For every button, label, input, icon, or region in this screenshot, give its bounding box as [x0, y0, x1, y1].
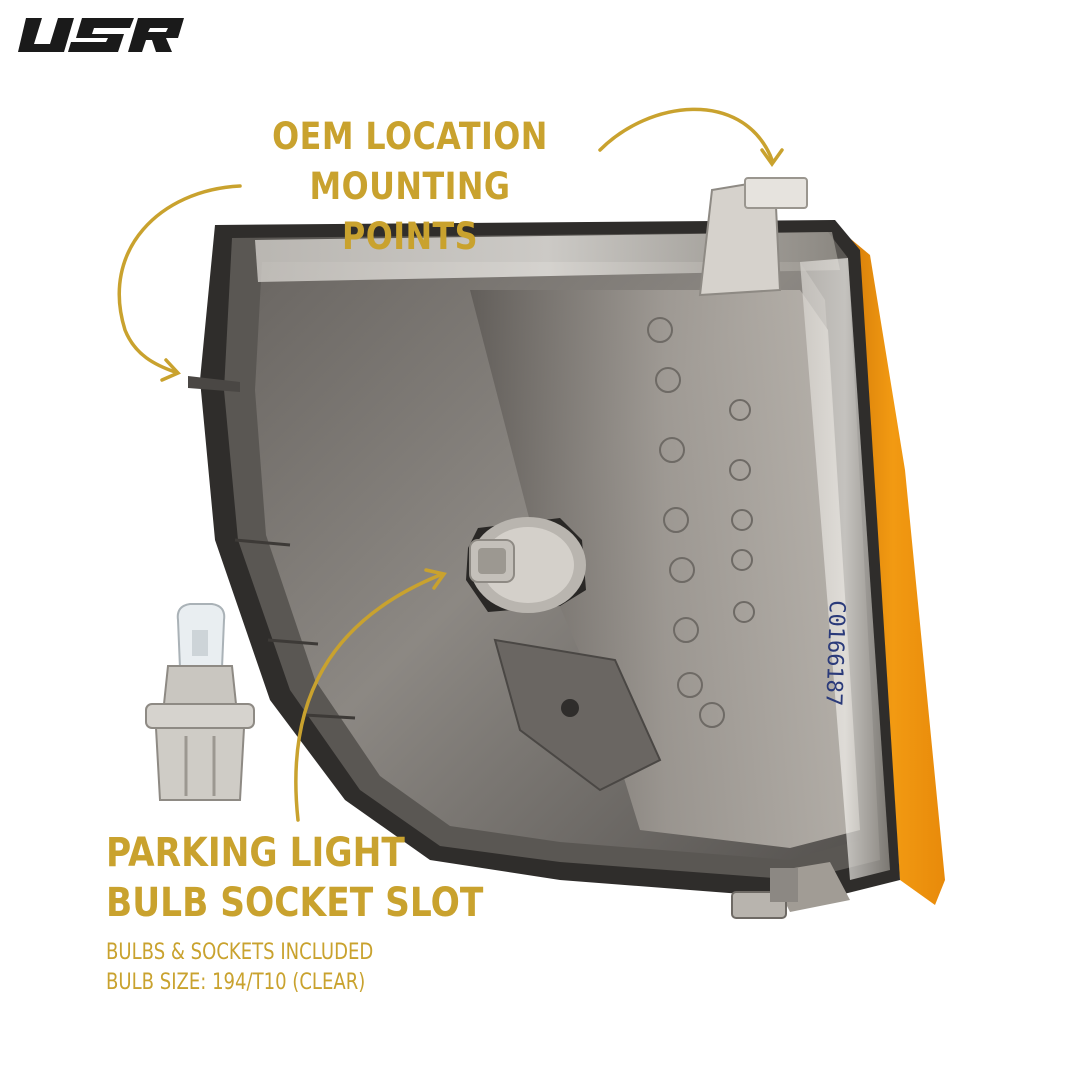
callout-bottom-detail2: BULB SIZE: 194/T10 (CLEAR) — [106, 970, 366, 995]
callout-bottom-line1: PARKING LIGHT — [106, 830, 405, 876]
callout-top-line1: OEM LOCATION — [272, 115, 548, 158]
arrow-left-head — [160, 358, 181, 382]
housing-stamp: C0166187 — [820, 600, 849, 707]
housing-ridges — [234, 538, 356, 720]
left-mounting-pin — [188, 376, 240, 392]
usr-logo-icon — [18, 18, 184, 52]
bottom-nut — [770, 868, 798, 902]
date-code-marks — [647, 317, 755, 728]
top-mounting-clip — [744, 177, 808, 209]
bracket-hole — [561, 699, 579, 717]
mounting-points-callout: OEM LOCATION MOUNTING POINTS — [255, 112, 565, 262]
bulb-socket-product — [145, 603, 255, 801]
arrow-right-head — [760, 148, 784, 168]
brand-logo — [16, 14, 186, 60]
socket-slot — [466, 517, 586, 613]
inner-bracket — [493, 638, 662, 792]
arrow-socket-head — [424, 568, 447, 590]
callout-arrows — [117, 107, 784, 822]
top-chrome-bar — [255, 232, 840, 282]
arrow-right-mount — [598, 107, 774, 162]
callout-bottom-detail1: BULBS & SOCKETS INCLUDED — [106, 940, 374, 965]
housing-panel — [470, 290, 860, 848]
callout-top-line2: MOUNTING POINTS — [309, 165, 511, 258]
arrow-left-mount — [117, 184, 242, 374]
arrow-socket — [294, 573, 442, 822]
side-chrome-strip — [800, 258, 890, 880]
callout-bottom-line2: BULB SOCKET SLOT — [106, 880, 484, 926]
socket-slot-callout: PARKING LIGHT BULB SOCKET SLOT BULBS & S… — [106, 828, 545, 998]
